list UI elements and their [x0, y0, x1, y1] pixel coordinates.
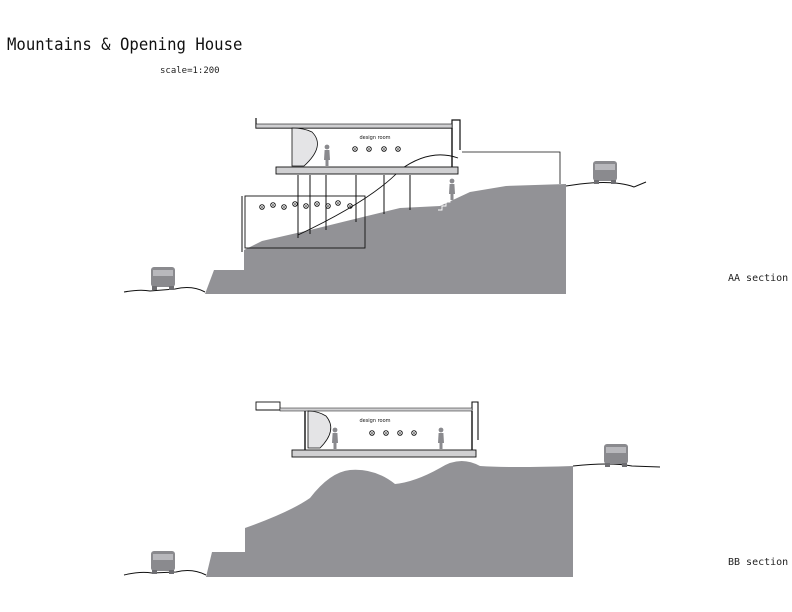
aa-plant-icon — [303, 203, 309, 209]
aa-section-drawing: design room — [123, 118, 647, 294]
bb-car-icon — [604, 444, 628, 467]
page-title: Mountains & Opening House — [7, 35, 243, 55]
scale-label: scale=1:200 — [160, 66, 220, 76]
bb-person-icon — [332, 427, 338, 449]
bb-plant-icon — [411, 430, 417, 436]
aa-plant-icon — [259, 204, 265, 210]
aa-plant-icon — [366, 146, 372, 152]
bb-car-icon — [151, 551, 175, 574]
aa-plant-icon — [281, 204, 287, 210]
aa-plant-icon — [292, 201, 298, 207]
bb-floor-slab — [291, 449, 477, 458]
bb-plant-icon — [397, 430, 403, 436]
aa-plant-icon — [381, 146, 387, 152]
aa-terrain-left-line — [123, 287, 206, 293]
aa-exterior-stairs — [438, 186, 463, 211]
aa-floor-slab — [275, 166, 459, 175]
aa-person-icon — [324, 144, 330, 166]
bb-person-icon — [438, 427, 444, 449]
aa-car-icon — [151, 267, 175, 290]
aa-plant-icon — [352, 146, 358, 152]
aa-plant-icon — [314, 201, 320, 207]
bb-section-label: BB section — [728, 557, 789, 568]
bb-plant-icon — [383, 430, 389, 436]
aa-ground-mass — [205, 184, 566, 294]
bb-terrain-right-line — [572, 463, 661, 468]
bb-ground-mass — [206, 460, 573, 577]
bb-roof-skylight — [255, 401, 281, 411]
aa-section-label: AA section — [728, 273, 789, 284]
aa-terrain-right-line — [565, 181, 647, 188]
bb-window-curve — [307, 410, 332, 449]
aa-roof-slab — [255, 118, 461, 150]
aa-columns — [297, 175, 411, 238]
aa-window-curve — [291, 127, 318, 167]
aa-room-label: design room — [359, 135, 390, 141]
bb-section-drawing: design room — [123, 401, 661, 577]
aa-plant-icon — [335, 200, 341, 206]
bb-room-label: design room — [359, 418, 390, 424]
aa-plant-icon — [270, 202, 276, 208]
aa-terrace-line — [462, 151, 561, 184]
aa-car-icon — [593, 161, 617, 184]
bb-terrain-left-line — [123, 570, 207, 576]
aa-lower-wall — [244, 195, 366, 249]
bb-plant-icon — [369, 430, 375, 436]
aa-plant-icon — [395, 146, 401, 152]
